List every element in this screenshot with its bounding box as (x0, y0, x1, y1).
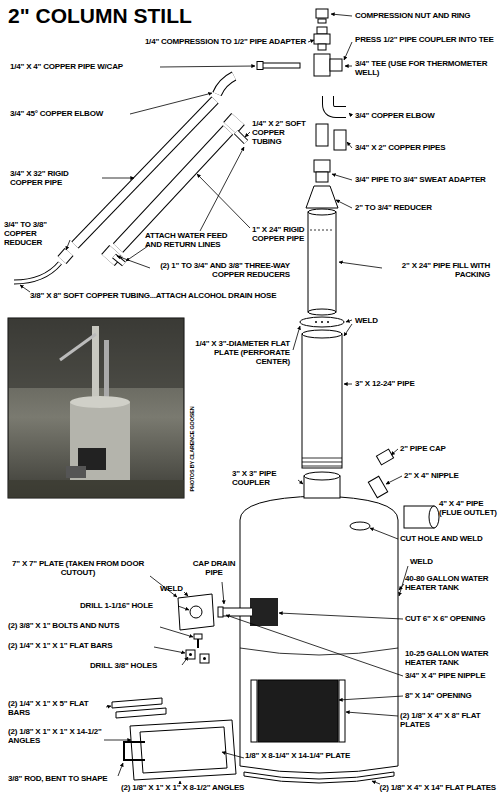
photo-credit: PHOTOS BY CLARENCE GOOSEN (189, 401, 195, 497)
part-label: ATTACH WATER FEED AND RETURN LINES (145, 232, 245, 250)
part-label: DRILL 3/8" HOLES (90, 662, 182, 671)
part-label: 3/4" X 32" RIGID COPPER PIPE (10, 170, 102, 188)
part-label: 1/8" X 8-1/4" X 14-1/4" PLATE (244, 752, 356, 761)
part-label: 3/8" X 8" SOFT COPPER TUBING...ATTACH AL… (30, 292, 290, 301)
part-label: CUT HOLE AND WELD (400, 535, 496, 544)
part-label: 3" X 12-24" PIPE (355, 380, 496, 389)
part-label: 3/4" X 4" PIPE NIPPLE (405, 672, 497, 681)
title: 2" COLUMN STILL (8, 4, 192, 27)
part-label: 3/4" X 2" COPPER PIPES (355, 144, 496, 153)
part-label: 2" X 4" NIPPLE (404, 472, 496, 481)
part-label: 2" X 24" PIPE FILL WITH PACKING (380, 262, 490, 280)
part-label: WELD (160, 585, 190, 594)
part-label: 1/4" X 4" COPPER PIPE W/CAP (10, 63, 200, 72)
part-label: 3/4" TO 3/8" COPPER REDUCER (4, 221, 72, 247)
photo (8, 318, 184, 498)
part-label: (2) 1/8" X 4" X 14" FLAT PLATES (330, 784, 496, 793)
part-label: 1/4" X 3"-DIAMETER FLAT PLATE (PERFORATE… (190, 340, 290, 366)
part-label: (2) 1/8" X 1" X 1" X 14-1/2" ANGLES (8, 728, 104, 746)
part-label: (2) 3/8" X 1" BOLTS AND NUTS (8, 622, 160, 631)
part-label: 1/4" COMPRESSION TO 1/2" PIPE ADAPTER (100, 38, 306, 47)
part-label: 3/4" PIPE TO 3/4" SWEAT ADAPTER (355, 176, 496, 185)
part-label: 3/8" ROD, BENT TO SHAPE (8, 775, 120, 784)
part-label: CAP DRAIN PIPE (190, 560, 238, 578)
part-label: 2" PIPE CAP (400, 445, 496, 454)
part-label: 7" X 7" PLATE (TAKEN FROM DOOR CUTOUT) (8, 560, 148, 578)
part-label: CUT 6" X 6" OPENING (405, 615, 497, 624)
part-label: 40-80 GALLON WATER HEATER TANK (405, 575, 497, 593)
part-label: WELD (410, 558, 470, 567)
part-label: 3/4" COPPER ELBOW (355, 112, 496, 121)
part-label: 3/4" 45° COPPER ELBOW (10, 110, 160, 119)
part-label: (2) 1" TO 3/4" AND 3/8" THREE-WAY COPPER… (140, 262, 290, 280)
part-label: 8" X 14" OPENING (405, 692, 497, 701)
part-label: 4" X 4" PIPE (FLUE OUTLET) (439, 500, 497, 518)
part-label: (2) 1/4" X 1" X 1" FLAT BARS (8, 642, 158, 651)
part-label: 1" X 24" RIGID COPPER PIPE (252, 226, 308, 244)
part-label: (2) 1/8" X 4" X 8" FLAT PLATES (400, 712, 496, 730)
part-label: 10-25 GALLON WATER HEATER TANK (405, 650, 497, 668)
part-label: DRILL 1-1/16" HOLE (80, 602, 178, 611)
door-parts (112, 594, 236, 780)
part-label: (2) 1/8" X 1" X 1" X 8-1/2" ANGLES (120, 784, 327, 793)
part-label: PRESS 1/2" PIPE COUPLER INTO TEE (355, 36, 496, 45)
part-label: COMPRESSION NUT AND RING (355, 12, 496, 21)
leader-lines (20, 14, 408, 784)
part-label: 3/4" TEE (USE FOR THERMOMETER WELL) (355, 60, 496, 78)
part-label: 3" X 3" PIPE COUPLER (232, 470, 300, 488)
part-label: 2" TO 3/4" REDUCER (355, 204, 496, 213)
part-label: (2) 1/4" X 1" X 5" FLAT BARS (8, 700, 108, 718)
part-label: WELD (355, 317, 415, 326)
part-label: 1/4" X 2" SOFT COPPER TUBING (252, 120, 310, 146)
